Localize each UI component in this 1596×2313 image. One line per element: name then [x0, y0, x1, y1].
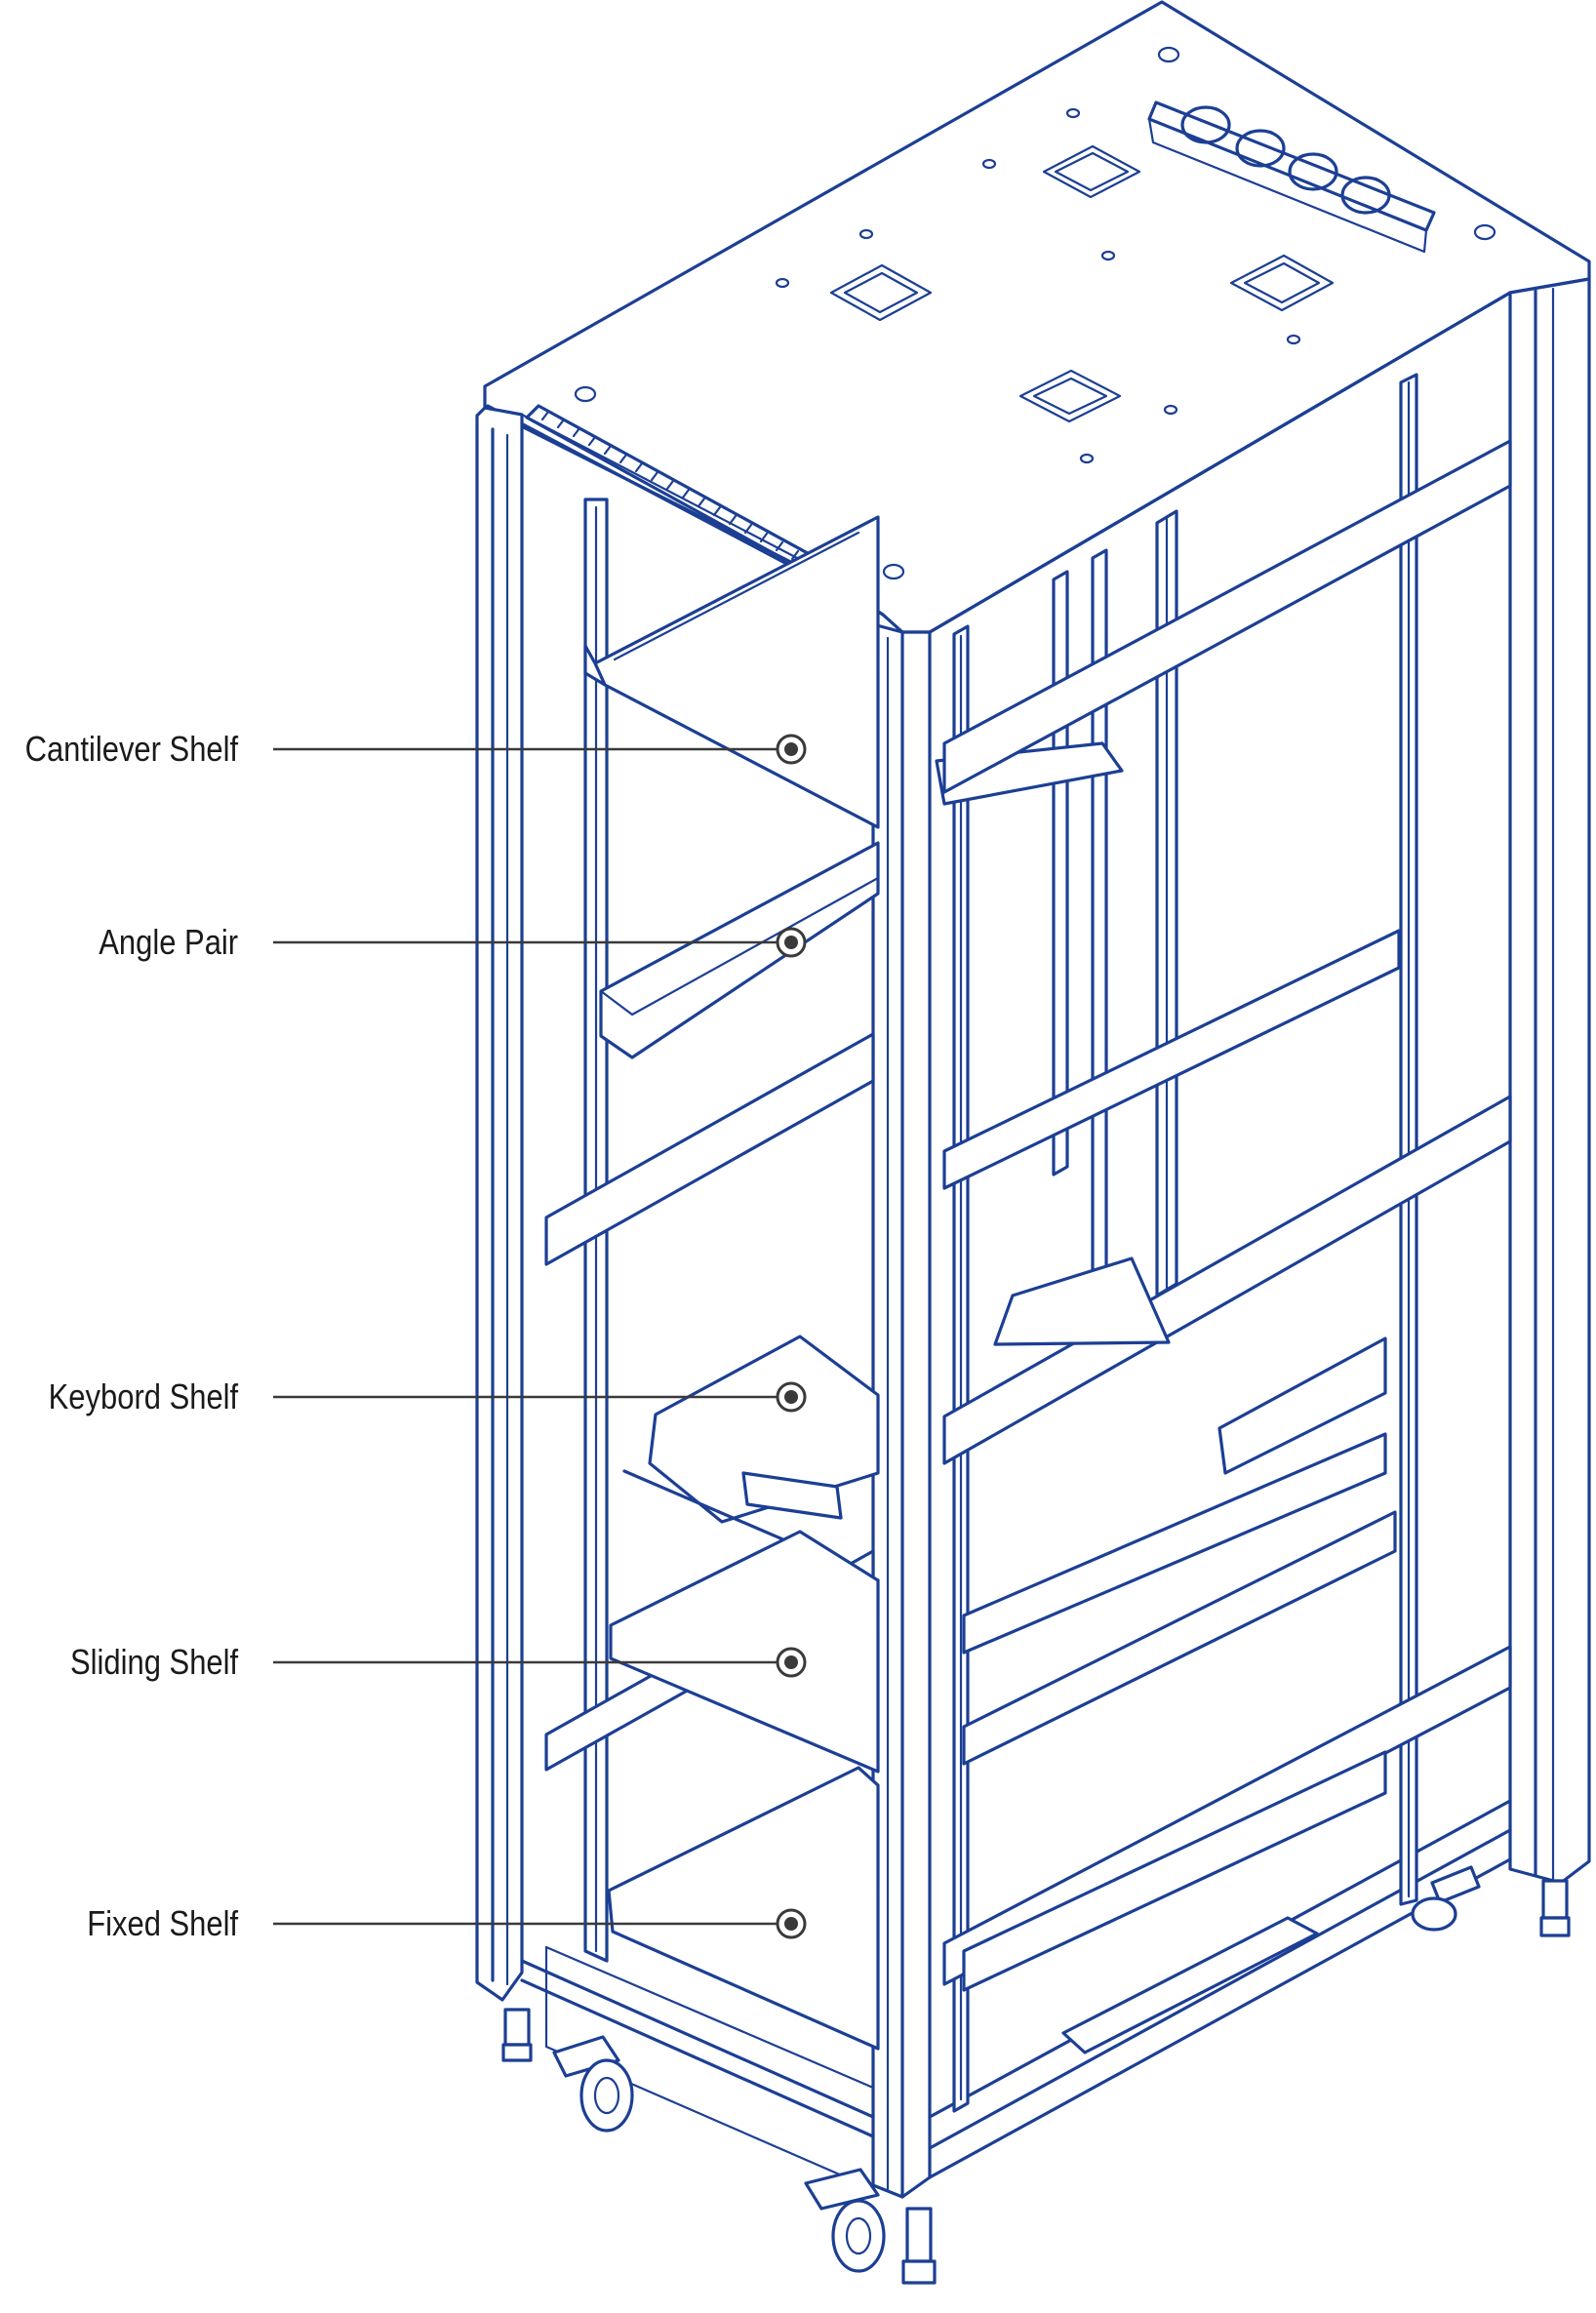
callout-sliding-shelf	[273, 1647, 807, 1678]
sliding-shelf	[609, 1336, 1397, 1774]
callout-marker-center	[784, 1390, 798, 1404]
mounting-rails	[583, 373, 1418, 2113]
callout-marker-center	[784, 936, 798, 949]
callout-label-keybord-shelf: Keybord Shelf	[48, 1376, 238, 1416]
front-crossbars	[544, 439, 1512, 1986]
callout-label-fixed-shelf: Fixed Shelf	[87, 1903, 238, 1943]
casters-and-feet	[501, 1865, 1571, 2285]
cable-entry-holes	[1180, 105, 1391, 215]
cabinet-top-panel	[483, 0, 1591, 634]
callout-marker-center	[784, 1655, 798, 1669]
top-vent-grille	[1147, 100, 1436, 254]
callout-label-sliding-shelf: Sliding Shelf	[69, 1642, 238, 1682]
callout-label-angle-pair: Angle Pair	[99, 922, 238, 962]
fan-vent-patterns	[829, 144, 1335, 423]
cantilever-shelf	[583, 515, 880, 829]
callout-fixed-shelf	[273, 1908, 807, 1939]
top-mounting-holes	[574, 46, 1496, 580]
cabinet-frame	[475, 277, 1591, 2199]
callout-marker-center	[784, 742, 798, 756]
callout-angle-pair	[273, 927, 807, 958]
fixed-shelf	[607, 1750, 1387, 2054]
callout-keybord-shelf	[273, 1381, 807, 1413]
callout-marker-center	[784, 1917, 798, 1931]
callout-label-cantilever-shelf: Cantilever Shelf	[24, 729, 238, 769]
callout-cantilever-shelf	[273, 734, 807, 765]
